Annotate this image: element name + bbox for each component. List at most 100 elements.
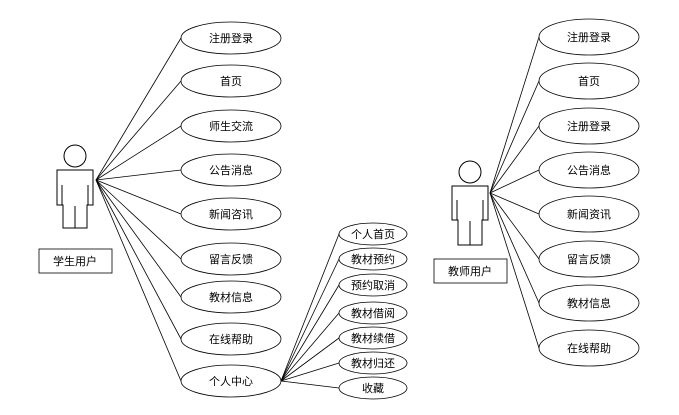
student-use-case-6-label: 教材信息 bbox=[209, 290, 253, 304]
teacher-actor-body bbox=[451, 185, 489, 246]
personal-center-use-case-0-label: 个人首页 bbox=[351, 227, 395, 241]
student-association-line-7 bbox=[95, 179, 182, 340]
student-use-case-8-shape bbox=[180, 364, 282, 398]
teacher-use-case-3: 公告消息 bbox=[538, 151, 640, 189]
student-association-line-2 bbox=[95, 125, 182, 181]
student-use-case-5: 留言反馈 bbox=[180, 242, 282, 276]
teacher-use-case-5-shape bbox=[538, 240, 640, 278]
teacher-use-case-0-shape bbox=[538, 18, 640, 56]
student-use-case-1: 首页 bbox=[180, 64, 282, 98]
student-actor-label-box bbox=[38, 248, 113, 274]
teacher-use-case-5: 留言反馈 bbox=[538, 240, 640, 278]
personal-center-use-case-2: 预约取消 bbox=[338, 273, 408, 297]
personal-center-use-case-5: 教材归还 bbox=[338, 351, 408, 375]
student-use-case-0: 注册登录 bbox=[180, 21, 282, 55]
teacher-association-line-2 bbox=[489, 125, 540, 194]
personal-center-use-case-1-label: 教材预约 bbox=[351, 252, 395, 266]
teacher-use-case-0: 注册登录 bbox=[538, 18, 640, 56]
teacher-use-case-3-label: 公告消息 bbox=[567, 163, 611, 177]
student-use-case-6: 教材信息 bbox=[180, 280, 282, 314]
personal-center-use-case-6: 收藏 bbox=[338, 376, 408, 400]
student-use-case-7: 在线帮助 bbox=[180, 322, 282, 356]
teacher-association-line-0 bbox=[489, 36, 540, 194]
teacher-use-case-1-label: 首页 bbox=[578, 74, 600, 88]
student-use-case-7-shape bbox=[180, 322, 282, 356]
teacher-actor-label: 教师用户 bbox=[448, 264, 492, 278]
personal-center-use-case-0-shape bbox=[338, 222, 408, 246]
student-association-line-8 bbox=[95, 179, 182, 382]
teacher-use-case-3-shape bbox=[538, 151, 640, 189]
student-use-case-3: 公告消息 bbox=[180, 153, 282, 187]
personal-center-use-case-1: 教材预约 bbox=[338, 247, 408, 271]
teacher-actor-label-box bbox=[433, 258, 508, 284]
teacher-association-line-6 bbox=[489, 192, 540, 304]
student-actor-body bbox=[56, 169, 94, 229]
teacher-use-case-4-shape bbox=[538, 195, 640, 233]
student-use-case-4-label: 新闻咨讯 bbox=[209, 207, 253, 221]
personal-center-line-1 bbox=[280, 258, 340, 382]
personal-center-line-6 bbox=[280, 380, 340, 389]
teacher-use-case-6: 教材信息 bbox=[538, 284, 640, 322]
teacher-actor-head bbox=[458, 160, 482, 184]
student-use-case-2-shape bbox=[180, 109, 282, 143]
student-association-line-0 bbox=[95, 37, 182, 181]
personal-center-use-case-1-shape bbox=[338, 247, 408, 271]
teacher-use-case-7: 在线帮助 bbox=[538, 329, 640, 367]
student-association-line-6 bbox=[95, 179, 182, 298]
student-use-case-0-label: 注册登录 bbox=[209, 31, 253, 45]
teacher-use-case-1-shape bbox=[538, 62, 640, 100]
teacher-use-case-2-shape bbox=[538, 107, 640, 145]
student-use-case-1-shape bbox=[180, 64, 282, 98]
personal-center-use-case-2-label: 预约取消 bbox=[351, 278, 395, 292]
personal-center-use-case-3-shape bbox=[338, 301, 408, 325]
teacher-association-line-5 bbox=[489, 192, 540, 260]
student-use-case-1-label: 首页 bbox=[220, 74, 242, 88]
teacher-use-case-6-shape bbox=[538, 284, 640, 322]
personal-center-line-5 bbox=[280, 362, 340, 382]
student-use-case-4-shape bbox=[180, 197, 282, 231]
student-use-case-8: 个人中心 bbox=[180, 364, 282, 398]
personal-center-use-case-2-shape bbox=[338, 273, 408, 297]
personal-center-use-case-6-label: 收藏 bbox=[362, 381, 384, 395]
teacher-use-case-2: 注册登录 bbox=[538, 107, 640, 145]
teacher-actor bbox=[451, 160, 489, 246]
teacher-use-case-0-label: 注册登录 bbox=[567, 30, 611, 44]
personal-center-use-case-4-label: 教材续借 bbox=[351, 331, 395, 345]
teacher-use-case-7-label: 在线帮助 bbox=[567, 341, 611, 355]
teacher-association-line-3 bbox=[489, 169, 540, 194]
student-use-case-3-label: 公告消息 bbox=[209, 163, 253, 177]
personal-center-line-4 bbox=[280, 337, 340, 382]
personal-center-use-case-3-label: 教材借阅 bbox=[351, 306, 395, 320]
teacher-association-line-1 bbox=[489, 80, 540, 194]
teacher-use-case-1: 首页 bbox=[538, 62, 640, 100]
student-use-case-8-label: 个人中心 bbox=[209, 375, 253, 388]
teacher-use-case-2-label: 注册登录 bbox=[567, 119, 611, 133]
student-use-case-2-label: 师生交流 bbox=[209, 119, 253, 133]
student-use-case-7-label: 在线帮助 bbox=[209, 332, 253, 346]
student-association-line-4 bbox=[95, 179, 182, 215]
student-association-line-1 bbox=[95, 80, 182, 181]
teacher-association-line-4 bbox=[489, 192, 540, 215]
student-use-case-6-shape bbox=[180, 280, 282, 314]
personal-center-use-case-6-shape bbox=[338, 376, 408, 400]
student-actor-head bbox=[63, 144, 87, 168]
teacher-use-case-4: 新闻资讯 bbox=[538, 195, 640, 233]
teacher-use-case-5-label: 留言反馈 bbox=[567, 253, 611, 266]
teacher-use-case-7-shape bbox=[538, 329, 640, 367]
student-association-line-3 bbox=[95, 169, 182, 181]
student-use-case-5-shape bbox=[180, 242, 282, 276]
personal-center-use-case-3: 教材借阅 bbox=[338, 301, 408, 325]
teacher-use-case-4-label: 新闻资讯 bbox=[567, 207, 611, 221]
personal-center-use-case-0: 个人首页 bbox=[338, 222, 408, 246]
student-use-case-2: 师生交流 bbox=[180, 109, 282, 143]
personal-center-use-case-5-shape bbox=[338, 351, 408, 375]
personal-center-line-2 bbox=[280, 284, 340, 382]
student-use-case-3-shape bbox=[180, 153, 282, 187]
student-association-line-5 bbox=[95, 179, 182, 260]
personal-center-line-0 bbox=[280, 233, 340, 382]
personal-center-use-case-4: 教材续借 bbox=[338, 326, 408, 350]
student-use-case-5-label: 留言反馈 bbox=[209, 253, 253, 266]
teacher-use-case-6-label: 教材信息 bbox=[567, 296, 611, 310]
